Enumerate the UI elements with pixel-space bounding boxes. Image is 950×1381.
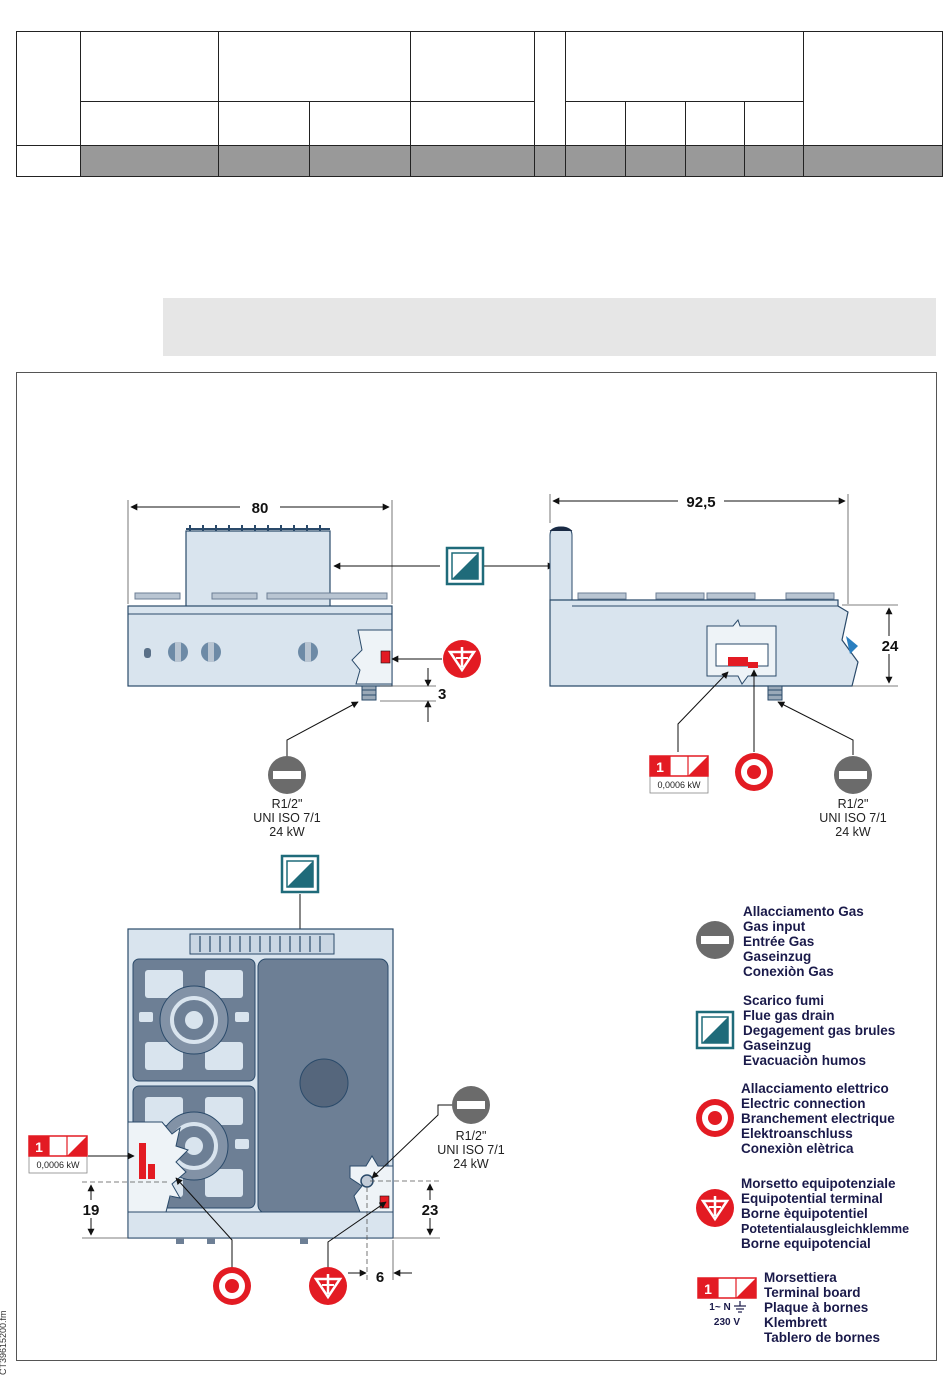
electric-connection-icon <box>696 1099 734 1137</box>
terminal-voltage: 230 V <box>714 1317 740 1328</box>
legend-terminal-label: Klembrett <box>764 1315 828 1330</box>
legend-electric-label: Allacciamento elettrico <box>741 1081 889 1096</box>
spec-cell <box>16 30 81 147</box>
legend-flue-label: Degagement gas brules <box>743 1023 895 1038</box>
gas-input-icon <box>696 921 734 959</box>
grey-band <box>163 298 936 356</box>
legend-equipotential-label: Borne èquipotentiel <box>741 1206 868 1221</box>
spec-cell <box>218 145 310 177</box>
dim-plan-bottom: 6 <box>376 1269 384 1286</box>
gas-spec-line2: UNI ISO 7/1 <box>819 811 886 825</box>
legend-equipotential-label: Morsetto equipotenziale <box>741 1176 896 1191</box>
dim-foot: 3 <box>438 686 446 703</box>
gas-input-icon <box>268 756 306 794</box>
legend-electric-label: Elektroanschluss <box>741 1126 853 1141</box>
spec-cell <box>410 145 535 177</box>
terminal-number: 1 <box>35 1139 43 1155</box>
terminal-number: 1 <box>656 759 664 775</box>
equipotential-icon <box>307 1265 349 1307</box>
spec-cell <box>410 101 535 147</box>
legend-equipotential-label: Potetentialausgleichklemme <box>741 1222 909 1236</box>
gas-spec-line1: R1/2" <box>838 797 869 811</box>
equipotential-icon <box>441 638 483 680</box>
legend: Allacciamento Gas Gas input Entrée Gas G… <box>694 904 909 1345</box>
spec-cell <box>80 30 219 103</box>
drawing-frame <box>16 372 937 1361</box>
terminal-board-icon: 1 0,0006 kW <box>649 755 709 794</box>
spec-cell <box>565 30 804 103</box>
gas-input-icon <box>834 756 872 794</box>
spec-cell <box>744 145 804 177</box>
electric-connection-icon <box>735 753 773 791</box>
plan-view: 1 0,0006 kW 19 23 6 R1/2" UNI ISO <box>28 854 505 1307</box>
dim-plan-right: 23 <box>422 1202 439 1219</box>
gas-spec-line3: 24 kW <box>835 825 871 839</box>
spec-cell <box>309 145 411 177</box>
legend-flue-label: Gaseinzug <box>743 1038 811 1053</box>
legend-gas-label: Allacciamento Gas <box>743 904 864 919</box>
spec-cell <box>625 101 686 147</box>
spec-cell <box>534 30 566 147</box>
spec-cell <box>80 101 219 147</box>
legend-gas-label: Conexiòn Gas <box>743 964 834 979</box>
gas-spec-line3: 24 kW <box>453 1157 489 1171</box>
legend-terminal-label: Tablero de bornes <box>764 1330 880 1345</box>
terminal-phase: 1~ N <box>709 1302 730 1313</box>
spec-cell <box>803 145 943 177</box>
spec-cell <box>565 145 626 177</box>
terminal-board-icon: 1 0,0006 kW <box>28 1135 88 1174</box>
flue-drain-icon <box>280 854 320 894</box>
spec-cell <box>218 101 310 147</box>
legend-gas-label: Gas input <box>743 919 806 934</box>
gas-spec-line2: UNI ISO 7/1 <box>253 811 320 825</box>
side-view: 92,5 24 1 0,0006 kW R1/2" UNI ISO 7/1 24… <box>549 491 902 839</box>
spec-cell <box>565 101 626 147</box>
legend-terminal-label: Plaque à bornes <box>764 1300 868 1315</box>
electric-connection-icon <box>213 1267 251 1305</box>
spec-cell <box>80 145 219 177</box>
dim-height: 24 <box>882 638 899 655</box>
legend-flue-label: Scarico fumi <box>743 993 824 1008</box>
terminal-rating: 0,0006 kW <box>657 780 701 790</box>
legend-gas-label: Entrée Gas <box>743 934 814 949</box>
spec-cell <box>625 145 686 177</box>
gas-spec-line1: R1/2" <box>272 797 303 811</box>
terminal-rating: 0,0006 kW <box>36 1160 80 1170</box>
gas-input-icon <box>452 1086 490 1124</box>
legend-electric-label: Conexiòn elètrica <box>741 1141 854 1156</box>
dim-depth: 92,5 <box>686 494 715 511</box>
legend-equipotential-label: Borne equipotencial <box>741 1236 871 1251</box>
legend-electric-label: Electric connection <box>741 1096 866 1111</box>
terminal-number: 1 <box>704 1281 712 1297</box>
spec-table <box>16 30 943 177</box>
front-view: 80 3 R1/2" UNI ISO 7/1 24 kW <box>127 497 483 839</box>
legend-flue-label: Flue gas drain <box>743 1008 835 1023</box>
gas-spec-line1: R1/2" <box>456 1129 487 1143</box>
flue-drain-icon <box>695 1010 735 1050</box>
legend-terminal-label: Morsettiera <box>764 1270 837 1285</box>
spec-cell <box>685 101 745 147</box>
spec-cell <box>685 145 745 177</box>
legend-terminal-label: Terminal board <box>764 1285 861 1300</box>
dim-plan-left: 19 <box>83 1202 100 1219</box>
gas-spec-line3: 24 kW <box>269 825 305 839</box>
spec-cell <box>16 145 81 177</box>
spec-cell <box>218 30 411 103</box>
equipotential-icon <box>694 1187 736 1229</box>
legend-electric-label: Branchement electrique <box>741 1111 895 1126</box>
spec-cell <box>744 101 804 147</box>
flue-drain-icon <box>445 546 485 586</box>
spec-cell <box>309 101 411 147</box>
dim-width: 80 <box>252 500 269 517</box>
legend-equipotential-label: Equipotential terminal <box>741 1191 883 1206</box>
spec-cell <box>803 30 943 147</box>
gas-spec-line2: UNI ISO 7/1 <box>437 1143 504 1157</box>
legend-gas-label: Gaseinzug <box>743 949 811 964</box>
legend-flue-label: Evacuaciòn humos <box>743 1053 866 1068</box>
spec-cell <box>534 145 566 177</box>
terminal-board-icon: 1 1~ N 230 V <box>697 1277 757 1328</box>
